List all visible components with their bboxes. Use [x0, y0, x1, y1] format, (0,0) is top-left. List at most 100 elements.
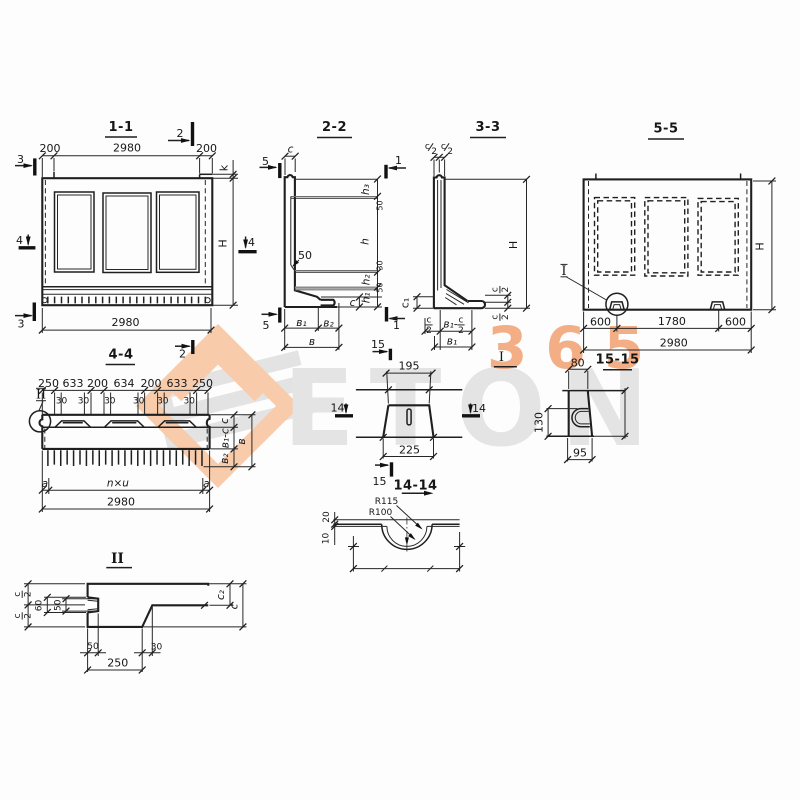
dim-b1-minus-c2-num: c: [459, 316, 464, 326]
dim-h: h: [360, 238, 372, 245]
dim-b1-minus: в₁-: [443, 319, 457, 331]
dim-c-top-2-2: c: [288, 144, 294, 156]
dim-50-bottom: 50: [87, 642, 99, 652]
dim-a-left: a: [42, 478, 48, 490]
dim-c1: c₁: [399, 298, 412, 308]
dim-c2-left-top-num: c: [13, 592, 23, 597]
dim-c2-left-bot: c 2: [13, 612, 33, 620]
section-mark-5-top: 5: [262, 155, 269, 168]
dim-c2-top-a-den: 2: [431, 147, 437, 157]
dim-c2-right-b-num: c: [491, 315, 501, 320]
dim-30-4-4-4: 30: [157, 397, 169, 407]
section-mark-5-bottom: 5: [263, 319, 270, 332]
dim-50-upper: 50: [375, 200, 384, 210]
section-mark-2-4-4: 2: [179, 348, 186, 361]
window-opening-1: [53, 191, 95, 273]
dim-c2-left-top: c 2: [13, 590, 33, 598]
dim-b2-4-4: в₂: [219, 453, 231, 464]
dim-1780: 1780: [658, 315, 686, 328]
section-3-3: 3-3 c 2 c 2 H c₁ c 2 c 2 c 2 в₁- c 2 в₁: [399, 120, 531, 352]
dim-c2-right-a: c 2: [491, 286, 511, 294]
hidden-opening-2: [644, 196, 689, 277]
dim-a-right: a: [203, 478, 209, 490]
detail-II-title: II: [111, 551, 124, 567]
body-left-edge: [38, 414, 44, 449]
section-14-14-title: 14-14: [393, 479, 437, 494]
dim-b1-2-2: в₁: [296, 317, 306, 329]
view-5-5-title: 5-5: [654, 122, 679, 137]
dim-30-5-4-4: 30: [183, 397, 195, 407]
section-mark-3-top: 3: [17, 153, 24, 166]
dim-b-4-4: в: [236, 438, 248, 444]
dim-top-6-4-4: 250: [192, 377, 213, 390]
dim-c2-right-a-num: c: [491, 287, 501, 292]
dim-c-4-4: c: [219, 418, 231, 424]
dim-30-2-2: 30: [375, 260, 384, 270]
section-14-14: 14-14 R115 R100 20 10: [322, 479, 466, 573]
section-mark-1-bottom: 1: [393, 319, 400, 332]
dim-c2-right-a-den: 2: [501, 287, 511, 293]
dim-200-left: 200: [40, 142, 61, 155]
dim-c-right: c: [229, 603, 241, 609]
strip-hatch-ticks: [47, 296, 207, 304]
dim-80: 80: [571, 357, 585, 370]
section-mark-2-label: 2: [177, 127, 184, 140]
dim-b2-2-2: в₂: [323, 318, 334, 330]
dim-600-left: 600: [590, 316, 611, 329]
dim-b1-3-3: в₁: [447, 336, 457, 348]
section-4-4: 4-4 2 II 250 633 200 634 200 633 250 30 …: [28, 340, 256, 514]
dim-top-3-4-4: 634: [114, 377, 135, 390]
section-3-3-title: 3-3: [476, 120, 501, 135]
dim-60: 60: [35, 600, 45, 612]
dim-2980-top: 2980: [113, 142, 141, 155]
dim-top-1-4-4: 633: [63, 377, 84, 390]
detail-circle-II: [28, 409, 52, 433]
rib-wall-profile-3-3: [432, 174, 469, 309]
section-mark-3-bottom: 3: [18, 318, 25, 331]
dim-95: 95: [573, 447, 587, 460]
dim-top-2-4-4: 200: [87, 377, 108, 390]
dim-c2-top-a-num: c: [425, 142, 430, 152]
dim-b1c-4-4: в₁-c: [220, 428, 232, 448]
dim-30-bottom: 30: [151, 643, 163, 653]
watermark-number-text: 365: [487, 314, 662, 382]
dim-h1: h₁: [361, 292, 373, 303]
dim-20: 20: [322, 511, 332, 523]
section-15-15-title: 15-15: [595, 353, 639, 368]
dim-k: k: [218, 164, 231, 171]
dim-b1-minus-c2-den: 2: [458, 326, 464, 336]
dim-top-5-4-4: 633: [167, 377, 188, 390]
dim-2980-4-4: 2980: [107, 496, 135, 509]
lifting-anchor-right: [709, 301, 726, 310]
dim-195: 195: [399, 360, 420, 373]
dim-c2-top-b-den: 2: [447, 147, 453, 157]
section-mark-1-top: 1: [395, 154, 402, 167]
dim-b-2-2: в: [309, 336, 315, 348]
dim-c2-bottom-den: 2: [426, 326, 432, 336]
dim-c2-bottom-num: c: [427, 316, 432, 326]
section-mark-4-left: 4: [16, 234, 23, 247]
dim-2980-bottom: 2980: [112, 316, 140, 329]
dim-h2: h₂: [361, 274, 373, 286]
dim-h3: h₃: [360, 184, 372, 195]
section-15-15: 15-15 80 130 95: [533, 353, 639, 464]
watermark-logo-diamond: [135, 323, 301, 489]
view-1-1: 1-1 2 200 2980 200 k H 2980 3 3 4 4: [15, 120, 257, 335]
dim-c2-right-b-den: 2: [501, 314, 511, 320]
rib-toe: [320, 298, 336, 307]
section-mark-15-bottom: 15: [373, 475, 387, 488]
watermark-logo-chevron: [170, 343, 266, 402]
section-2-2-title: 2-2: [322, 120, 347, 135]
dim-R100: R100: [369, 508, 393, 518]
detail-I-anchor: I 195 225 14 14 15 15: [331, 338, 517, 488]
dim-c2-bottom: c 2: [425, 316, 433, 336]
section-2-2: 2-2 c 5 5 1 1 50 h₃ 50 h 30 h₂ 50 h₁ c в…: [259, 120, 406, 352]
dim-50-vertical: 50: [54, 599, 64, 611]
panel-outline-5-5: [582, 178, 753, 311]
window-opening-3: [155, 191, 200, 274]
dim-c2-left-bot-num: c: [13, 613, 23, 618]
dim-c2-top-b-num: c: [441, 142, 446, 152]
dim-top-0-4-4: 250: [38, 377, 59, 390]
